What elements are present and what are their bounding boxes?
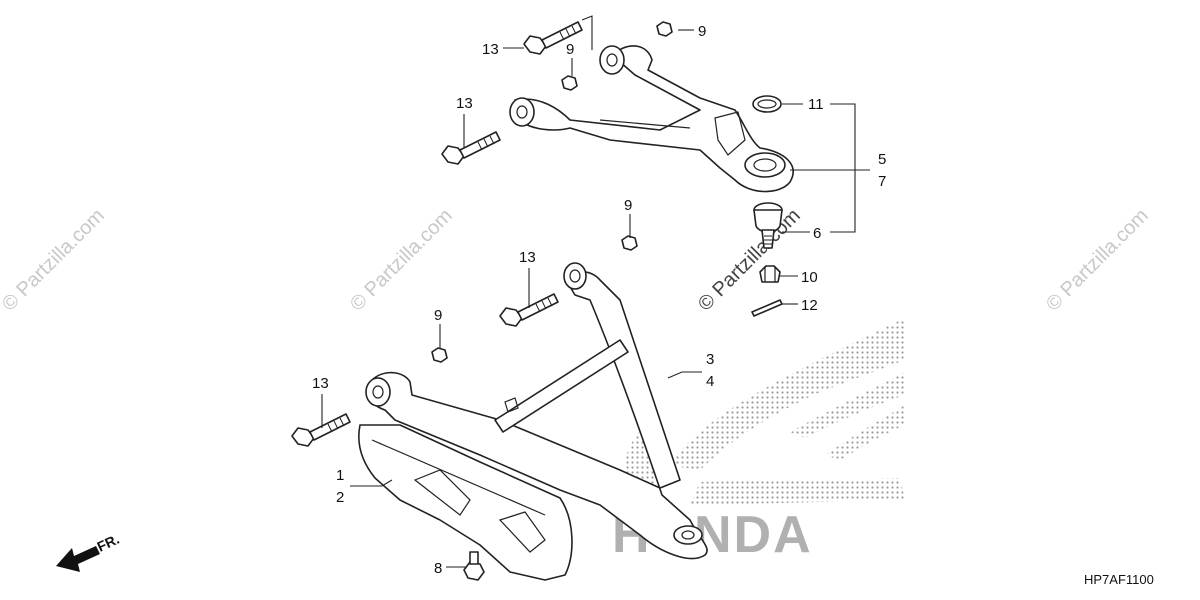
callout-9: 9 bbox=[434, 307, 442, 324]
diagram-code: HP7AF1100 bbox=[1084, 572, 1154, 587]
callout-13: 13 bbox=[456, 95, 473, 112]
flange-bolt-part bbox=[523, 21, 583, 55]
lower-arm bbox=[365, 262, 708, 560]
callout-13: 13 bbox=[312, 375, 329, 392]
callout-11: 11 bbox=[808, 96, 824, 113]
small-bolt-part bbox=[463, 551, 485, 581]
callout-labels: 13 9 9 13 11 5 7 9 6 13 10 12 9 3 4 13 1… bbox=[312, 23, 886, 577]
flange-bolt-part bbox=[291, 413, 351, 447]
nut-part bbox=[621, 235, 638, 251]
callout-7: 7 bbox=[878, 173, 886, 190]
callout-8: 8 bbox=[434, 560, 442, 577]
front-label: FR. bbox=[95, 531, 122, 555]
callout-9: 9 bbox=[566, 41, 574, 58]
leader-lines bbox=[321, 15, 870, 568]
watermark: © Partzilla.com bbox=[1042, 205, 1153, 316]
callout-5: 5 bbox=[878, 151, 886, 168]
nut-part bbox=[561, 75, 578, 91]
callout-10: 10 bbox=[801, 269, 818, 286]
callout-13: 13 bbox=[519, 249, 536, 266]
callout-6: 6 bbox=[813, 225, 821, 242]
watermark: © Partzilla.com bbox=[346, 205, 457, 316]
upper-arm bbox=[509, 45, 794, 193]
circlip-part bbox=[752, 95, 782, 113]
honda-wing-logo: HONDA bbox=[612, 318, 905, 564]
callout-9: 9 bbox=[624, 197, 632, 214]
nut-part bbox=[656, 21, 673, 37]
callout-2: 2 bbox=[336, 489, 344, 506]
callout-1: 1 bbox=[336, 467, 344, 484]
callout-12: 12 bbox=[801, 297, 818, 314]
callout-3: 3 bbox=[706, 351, 714, 368]
callout-9: 9 bbox=[698, 23, 706, 40]
watermark: © Partzilla.com bbox=[694, 205, 805, 316]
cotter-pin-part bbox=[751, 299, 783, 317]
watermark: © Partzilla.com bbox=[0, 205, 109, 316]
flange-bolt-part bbox=[499, 293, 559, 327]
skid-plate bbox=[358, 424, 573, 581]
front-arrow-icon bbox=[56, 546, 100, 572]
callout-13: 13 bbox=[482, 41, 499, 58]
ball-joint-part bbox=[753, 202, 783, 249]
castle-nut-part bbox=[759, 265, 781, 283]
flange-bolt-part bbox=[441, 131, 501, 165]
callout-4: 4 bbox=[706, 373, 714, 390]
nut-part bbox=[431, 347, 448, 363]
front-direction-indicator: FR. bbox=[56, 531, 122, 572]
